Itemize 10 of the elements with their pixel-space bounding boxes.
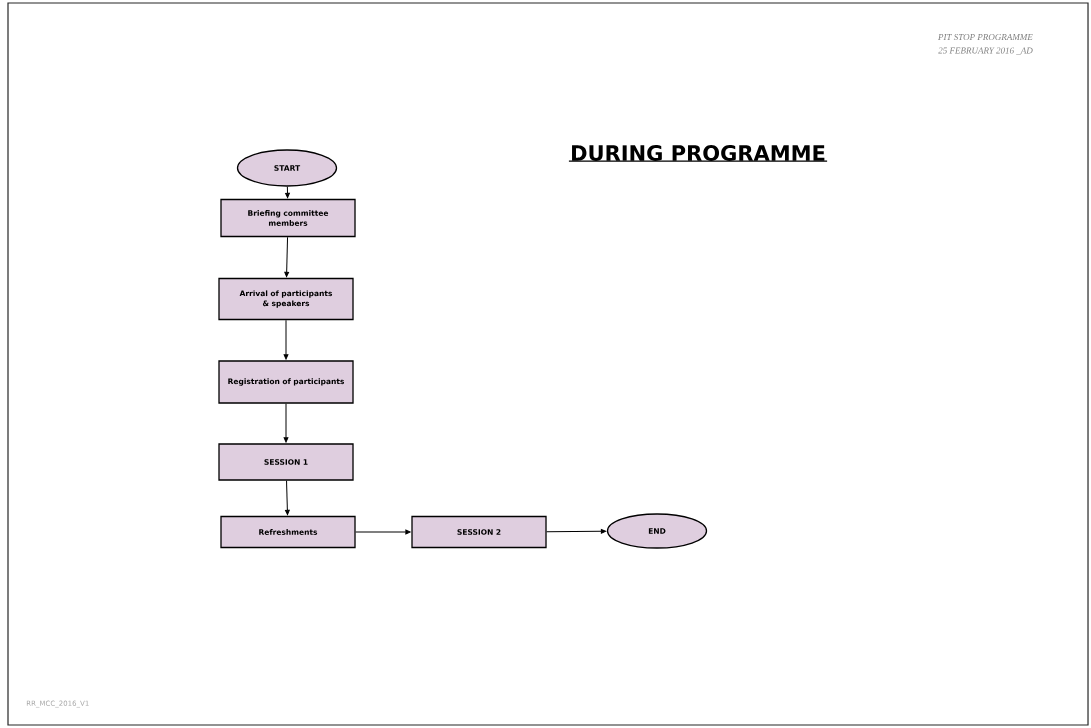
arrow — [283, 319, 289, 360]
arrow — [285, 186, 290, 199]
arrow — [284, 236, 290, 278]
arrow — [283, 403, 289, 443]
arrow — [355, 529, 411, 535]
header-text: 25 FEBRUARY 2016 _AD — [938, 47, 1033, 55]
header-text: PIT STOP PROGRAMME — [937, 34, 1033, 41]
arrow — [285, 480, 290, 516]
arrow — [546, 528, 607, 534]
heading: DURING PROGRAMME — [572, 145, 825, 161]
